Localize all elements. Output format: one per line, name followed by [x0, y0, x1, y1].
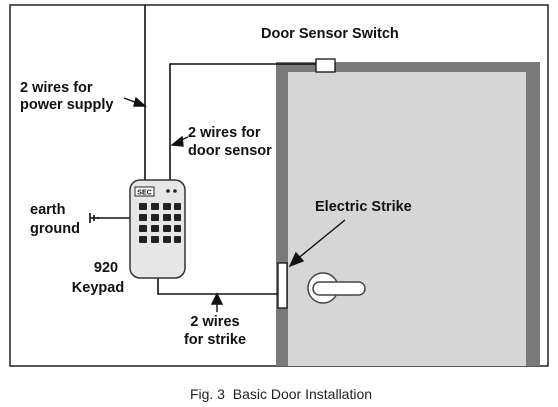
- label-door-sensor-line1: 2 wires for: [188, 125, 261, 141]
- door-sensor-arrow: [170, 135, 189, 147]
- keypad-keys: [139, 203, 181, 243]
- keypad-logo: SEC: [137, 190, 151, 197]
- keypad-920: SEC: [129, 179, 186, 279]
- label-strike-line1: 2 wires: [190, 314, 239, 330]
- label-power-supply-line2: power supply: [20, 97, 113, 113]
- door-sensor-wire: [169, 63, 317, 180]
- label-strike-line2: for strike: [184, 332, 246, 348]
- door-sensor-switch: [315, 58, 336, 73]
- strike-wire: [157, 274, 280, 295]
- label-earth-line2: ground: [30, 221, 80, 237]
- label-keypad-line1: 920: [94, 260, 118, 276]
- keypad-led-1: [166, 189, 170, 193]
- strike-wire-arrow: [210, 292, 224, 312]
- door-panel: [288, 72, 526, 366]
- label-door-sensor-line2: door sensor: [188, 143, 272, 159]
- electric-strike-arrow: [288, 219, 346, 268]
- earth-ground-symbol: [89, 213, 132, 223]
- power-supply-arrow: [123, 96, 147, 107]
- electric-strike: [277, 262, 288, 309]
- label-door-sensor-switch: Door Sensor Switch: [261, 26, 399, 42]
- figure-caption: Fig. 3 Basic Door Installation: [190, 386, 372, 402]
- label-keypad-line2: Keypad: [72, 280, 124, 296]
- keypad-logo-badge: [134, 186, 155, 197]
- label-power-supply-line1: 2 wires for: [20, 80, 93, 96]
- label-earth-line1: earth: [30, 202, 65, 218]
- label-electric-strike: Electric Strike: [315, 199, 412, 215]
- keypad-led-2: [173, 189, 177, 193]
- door-handle: [307, 272, 366, 304]
